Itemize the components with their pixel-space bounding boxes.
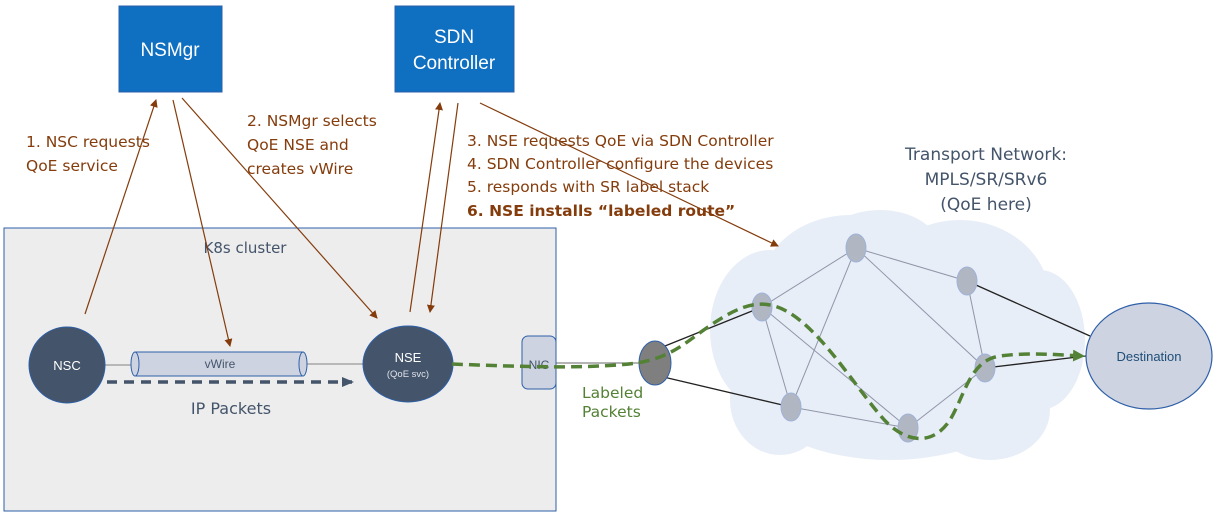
k8s-cluster-label: K8s cluster: [204, 239, 288, 257]
vwire-label: vWire: [205, 357, 236, 371]
nsmgr-box: [118, 5, 223, 93]
step4: 4. SDN Controller configure the devices: [467, 155, 773, 173]
nsmgr-label: NSMgr: [140, 40, 200, 61]
step2-line2: QoE NSE and: [247, 136, 349, 154]
router-node: [897, 413, 919, 443]
nse-sublabel: (QoE svc): [387, 369, 429, 380]
sdn-controller-box: [394, 5, 515, 93]
ip-packets-label: IP Packets: [191, 399, 271, 418]
transport-title: Transport Network:: [904, 145, 1067, 165]
transport-protocols: MPLS/SR/SRv6: [925, 170, 1048, 190]
step-arrows: [84, 97, 779, 347]
step1-line2: QoE service: [26, 157, 118, 175]
router-node: [780, 392, 802, 422]
labeled-packets-line1: Labeled: [582, 384, 643, 402]
transport-qoe-note: (QoE here): [940, 195, 1032, 215]
step2-line1: 2. NSMgr selects: [247, 112, 377, 130]
labeled-packets-line2: Packets: [582, 403, 641, 421]
vwire-cylinder: [130, 351, 308, 377]
transport-cloud: [710, 210, 1085, 460]
router-node: [845, 233, 867, 263]
destination-label: Destination: [1116, 349, 1181, 364]
step3: 3. NSE requests QoE via SDN Controller: [467, 132, 774, 150]
router-node: [956, 266, 978, 296]
destination-node: [1085, 302, 1213, 410]
nsc-node: [28, 326, 106, 404]
nse-label: NSE: [395, 350, 422, 365]
sdn-label-line2: Controller: [413, 53, 496, 74]
step1-line1: 1. NSC requests: [26, 133, 150, 151]
step2-line3: creates vWire: [247, 160, 353, 178]
router-node: [974, 353, 996, 383]
nsc-label: NSC: [53, 358, 80, 373]
nic-box: [521, 335, 557, 390]
sdn-label-line1: SDN: [434, 27, 474, 48]
router-node: [751, 292, 773, 322]
step6: 6. NSE installs “labeled route”: [467, 202, 735, 220]
network-links: [556, 247, 1091, 429]
step5: 5. responds with SR label stack: [467, 178, 709, 196]
